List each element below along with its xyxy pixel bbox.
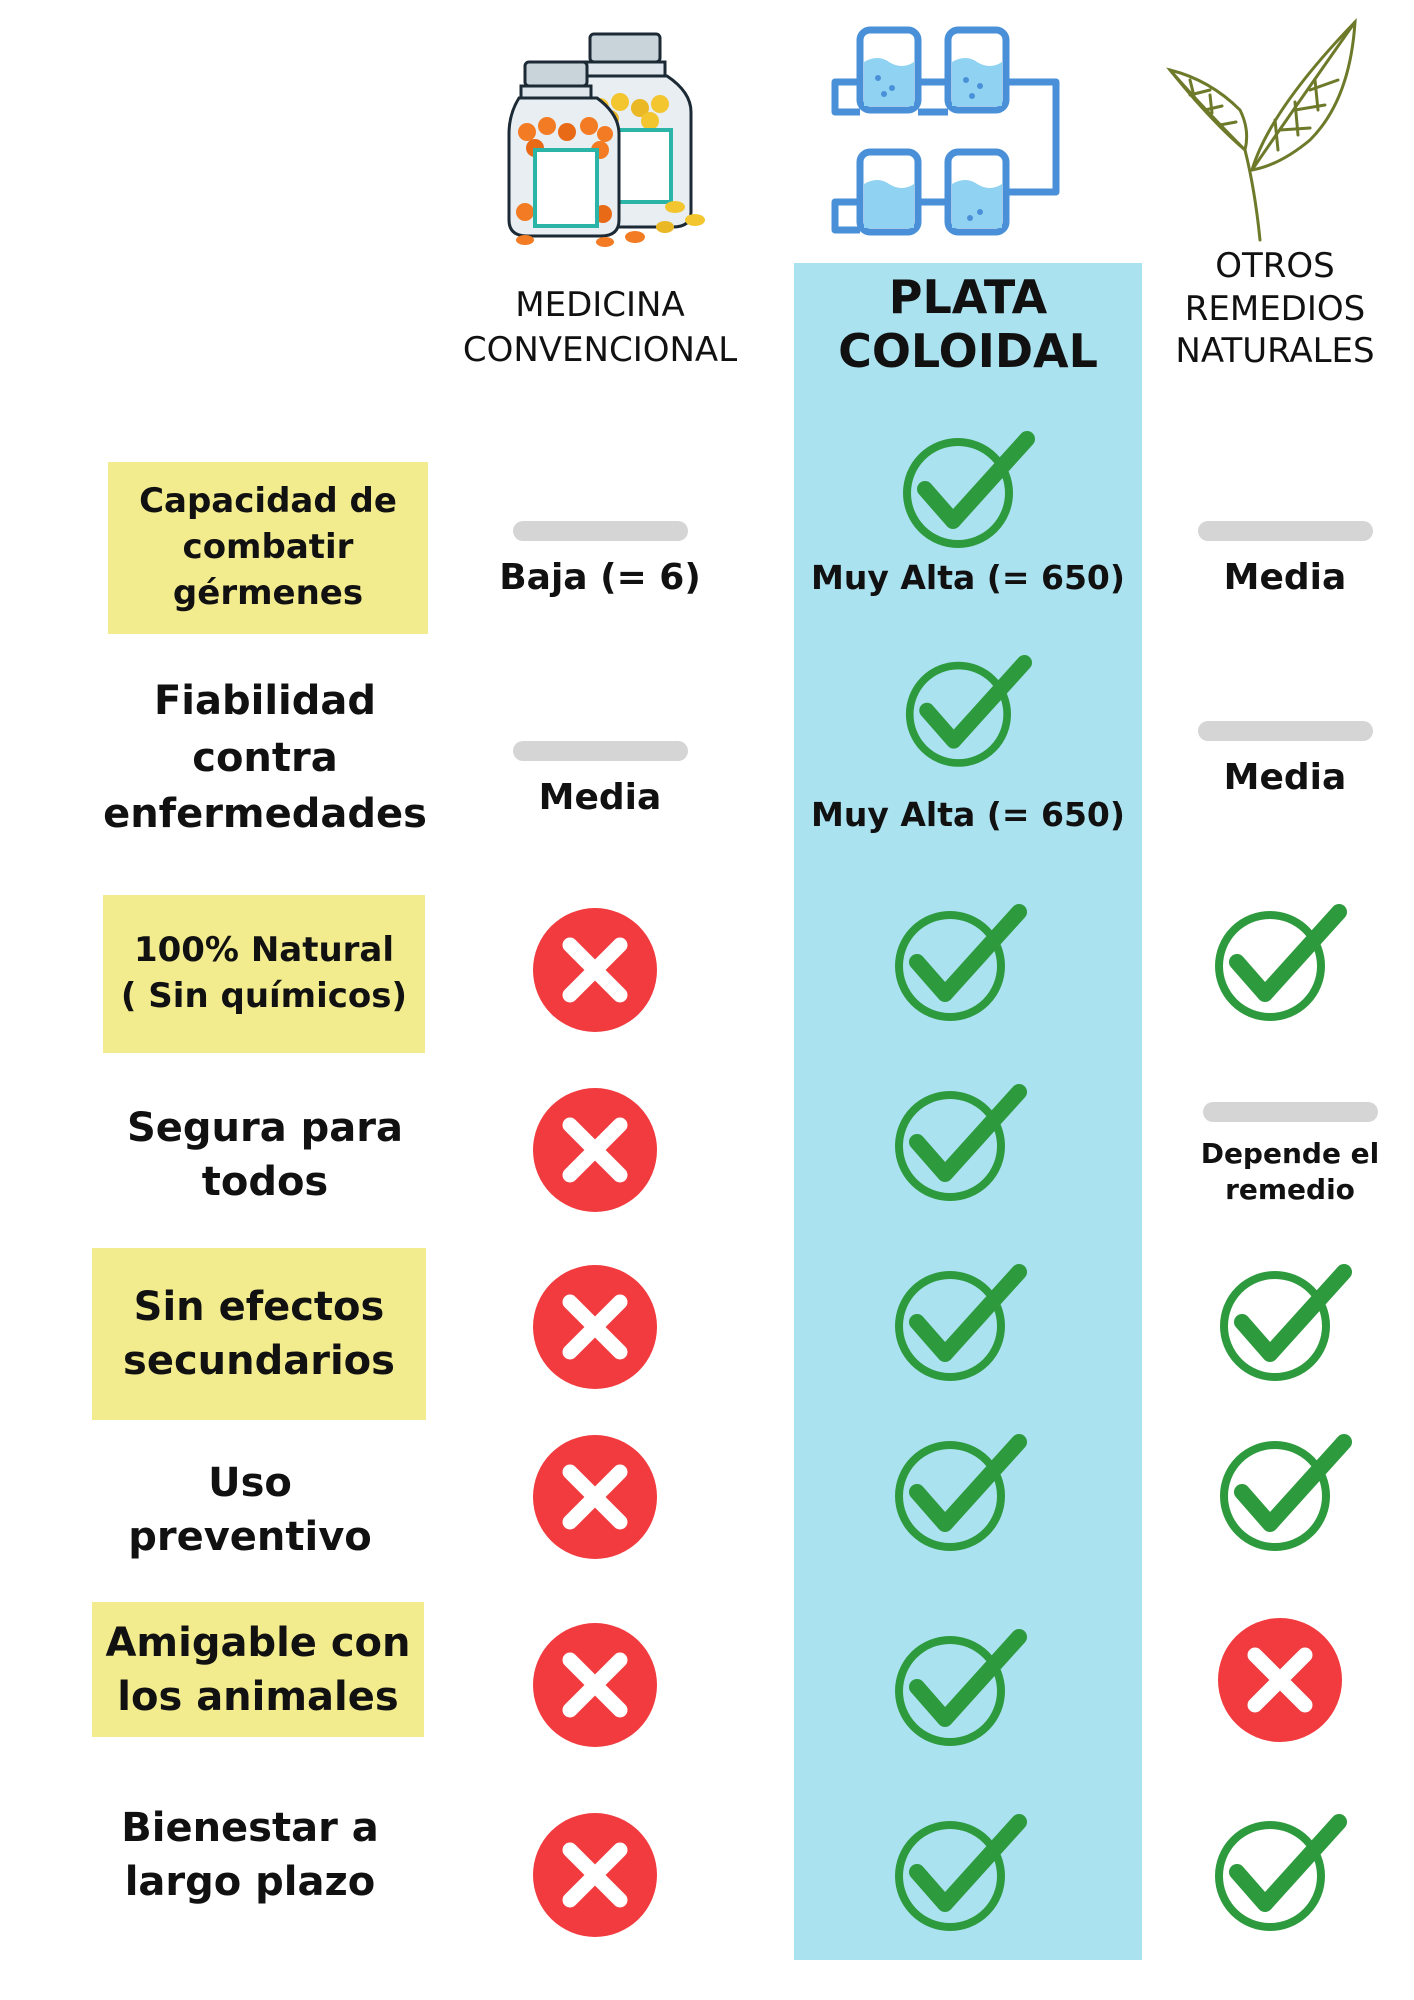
cell-sin-efectos-otros <box>1215 1258 1355 1388</box>
check-icon <box>895 904 1027 1021</box>
row-label-line: Uso <box>208 1460 292 1506</box>
cell-amigable-medicina <box>530 1620 660 1750</box>
row-label-line: ( Sin químicos) <box>120 976 408 1016</box>
column-header-line: CONVENCIONAL <box>462 329 738 370</box>
row-label-line: largo plazo <box>124 1859 376 1905</box>
column-header-line: PLATA <box>888 270 1048 324</box>
cell-bienestar-medicina <box>530 1810 660 1940</box>
row-label-line: Amigable con <box>105 1619 411 1666</box>
cross-icon <box>533 1813 657 1937</box>
row-label-line: gérmenes <box>172 572 364 613</box>
column-header-otros: OTROS REMEDIOS NATURALES <box>1142 245 1408 373</box>
check-icon <box>903 431 1035 549</box>
check-icon <box>1220 1264 1352 1381</box>
row-label-line: Sin efectos <box>133 1284 385 1330</box>
row-label-sin-efectos: Sin efectos secundarios <box>92 1248 426 1420</box>
check-icon <box>1215 1814 1347 1931</box>
cell-bienestar-otros <box>1210 1808 1350 1938</box>
row-label-fiabilidad: Fiabilidad contra enfermedades <box>90 668 440 848</box>
check-icon <box>1220 1434 1352 1551</box>
level-bar <box>512 520 688 541</box>
column-header-line: NATURALES <box>1175 331 1375 371</box>
medicine-bottles-icon <box>507 32 705 247</box>
cross-icon <box>533 1265 657 1389</box>
cell-fiabilidad-plata: Muy Alta (= 650) <box>794 655 1142 835</box>
level-text-line: Depende el <box>1200 1136 1380 1170</box>
level-bar <box>1202 1101 1378 1122</box>
level-text: Muy Alta (= 650) <box>811 794 1125 834</box>
cell-segura-plata <box>890 1078 1030 1208</box>
level-text: Depende el remedio <box>1201 1136 1380 1209</box>
level-text: Muy Alta (= 650) <box>811 558 1125 598</box>
row-label-line: Segura para <box>126 1105 404 1151</box>
cell-bienestar-plata <box>890 1808 1030 1938</box>
level-text: Baja (= 6) <box>499 556 701 598</box>
row-label-line: todos <box>201 1159 329 1205</box>
cell-segura-medicina <box>530 1085 660 1215</box>
check-icon <box>1215 904 1347 1021</box>
row-label-uso: Uso preventivo <box>80 1445 420 1575</box>
column-header-medicina: MEDICINA CONVENCIONAL <box>430 283 770 373</box>
row-label-line: enfermedades <box>103 791 427 838</box>
cell-natural-plata <box>890 898 1030 1028</box>
cross-icon <box>533 1623 657 1747</box>
cell-fiabilidad-medicina: Media <box>480 740 720 820</box>
cell-uso-medicina <box>530 1432 660 1562</box>
cross-icon <box>533 908 657 1032</box>
check-icon <box>895 1264 1027 1381</box>
cell-capacidad-medicina: Baja (= 6) <box>480 520 720 600</box>
column-header-line: COLOIDAL <box>838 324 1098 379</box>
row-label-amigable: Amigable con los animales <box>92 1602 424 1737</box>
cell-natural-otros <box>1210 898 1350 1028</box>
level-text: Media <box>1223 556 1347 598</box>
column-header-line: MEDICINA <box>515 285 685 325</box>
check-icon <box>895 1814 1027 1931</box>
cell-sin-efectos-medicina <box>530 1262 660 1392</box>
row-label-line: 100% Natural <box>133 930 395 971</box>
row-label-line: secundarios <box>123 1338 395 1384</box>
check-icon <box>895 1434 1027 1551</box>
cross-icon <box>1218 1618 1342 1742</box>
cell-uso-otros <box>1215 1428 1355 1558</box>
cell-amigable-plata <box>890 1623 1030 1753</box>
cell-segura-otros: Depende el remedio <box>1170 1100 1410 1210</box>
level-text: Media <box>538 776 662 818</box>
level-text-line: remedio <box>1225 1173 1355 1206</box>
row-label-segura: Segura para todos <box>90 1090 440 1220</box>
check-icon <box>905 655 1033 767</box>
row-label-line: los animales <box>117 1673 399 1720</box>
level-text: Media <box>1223 756 1347 798</box>
cross-icon <box>533 1088 657 1212</box>
cell-sin-efectos-plata <box>890 1258 1030 1388</box>
row-label-line: Fiabilidad <box>153 677 377 724</box>
row-label-line: preventivo <box>128 1514 372 1560</box>
cell-fiabilidad-otros: Media <box>1165 720 1405 800</box>
cell-natural-medicina <box>530 905 660 1035</box>
row-label-line: contra <box>192 734 338 781</box>
cell-capacidad-plata: Muy Alta (= 650) <box>794 425 1142 605</box>
cell-amigable-otros <box>1215 1615 1345 1745</box>
row-label-line: Capacidad de <box>139 481 397 522</box>
silver-electrolysis-icon <box>831 26 1060 236</box>
check-icon <box>895 1084 1027 1201</box>
column-header-plata: PLATA COLOIDAL <box>794 270 1142 379</box>
level-bar <box>1197 520 1373 541</box>
level-bar <box>1197 720 1373 741</box>
check-icon <box>895 1629 1027 1746</box>
row-label-natural: 100% Natural ( Sin químicos) <box>103 895 425 1053</box>
column-header-line: REMEDIOS <box>1184 288 1366 329</box>
cell-uso-plata <box>890 1428 1030 1558</box>
row-label-line: combatir <box>182 527 354 568</box>
row-label-line: Bienestar a <box>121 1805 379 1851</box>
level-bar <box>512 740 688 761</box>
cell-capacidad-otros: Media <box>1165 520 1405 600</box>
leaf-icon <box>1166 18 1357 242</box>
row-label-bienestar: Bienestar a largo plazo <box>80 1790 420 1920</box>
column-header-line: OTROS <box>1215 246 1335 286</box>
cross-icon <box>533 1435 657 1559</box>
